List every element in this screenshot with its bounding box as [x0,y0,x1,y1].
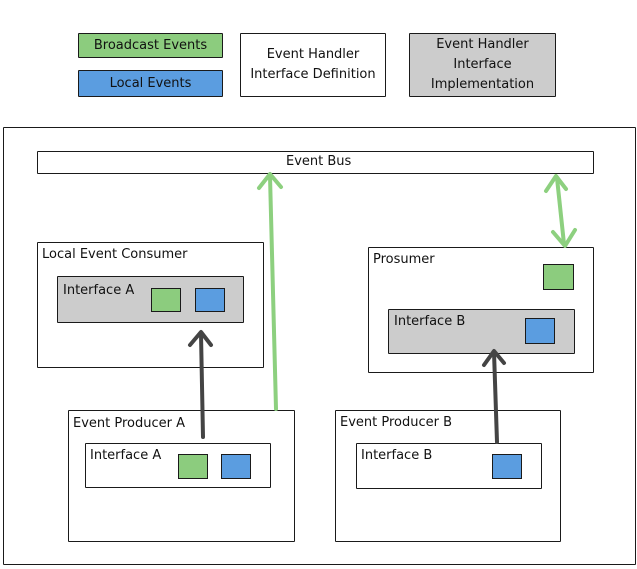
event-bus: Event Bus [37,151,594,174]
event-producer-b: Event Producer B Interface B [335,410,561,542]
legend-interface-implementation: Event Handler Interface Implementation [409,33,556,97]
legend-local-events: Local Events [78,70,223,97]
local-event-handler [525,318,555,344]
local-event-consumer: Local Event Consumer Interface A [37,242,264,368]
legend-broadcast-events: Broadcast Events [78,33,223,58]
prosumer-interface-label: Interface B [394,314,466,329]
legend-interface-definition: Event Handler Interface Definition [240,33,386,97]
event-producer-b-title: Event Producer B [340,415,453,430]
event-producer-a-title: Event Producer A [73,416,186,431]
event-bus-label: Event Bus [286,154,352,169]
broadcast-event-handler [543,264,574,290]
prosumer-title: Prosumer [373,252,435,267]
local-event-handler [195,288,225,312]
event-producer-b-interface-label: Interface B [361,448,433,463]
event-producer-a-interface: Interface A [85,443,271,488]
local-event-emitter [492,454,522,479]
broadcast-event-handler [151,288,181,312]
prosumer: Prosumer Interface B [368,247,594,373]
local-event-emitter [221,454,251,479]
event-producer-b-interface: Interface B [356,443,542,489]
prosumer-interface: Interface B [388,309,575,354]
local-event-consumer-title: Local Event Consumer [42,247,188,262]
local-event-consumer-interface-label: Interface A [63,283,135,298]
event-producer-a-interface-label: Interface A [90,448,162,463]
broadcast-event-emitter [178,454,208,479]
local-event-consumer-interface: Interface A [57,276,244,323]
event-producer-a: Event Producer A Interface A [68,410,295,542]
